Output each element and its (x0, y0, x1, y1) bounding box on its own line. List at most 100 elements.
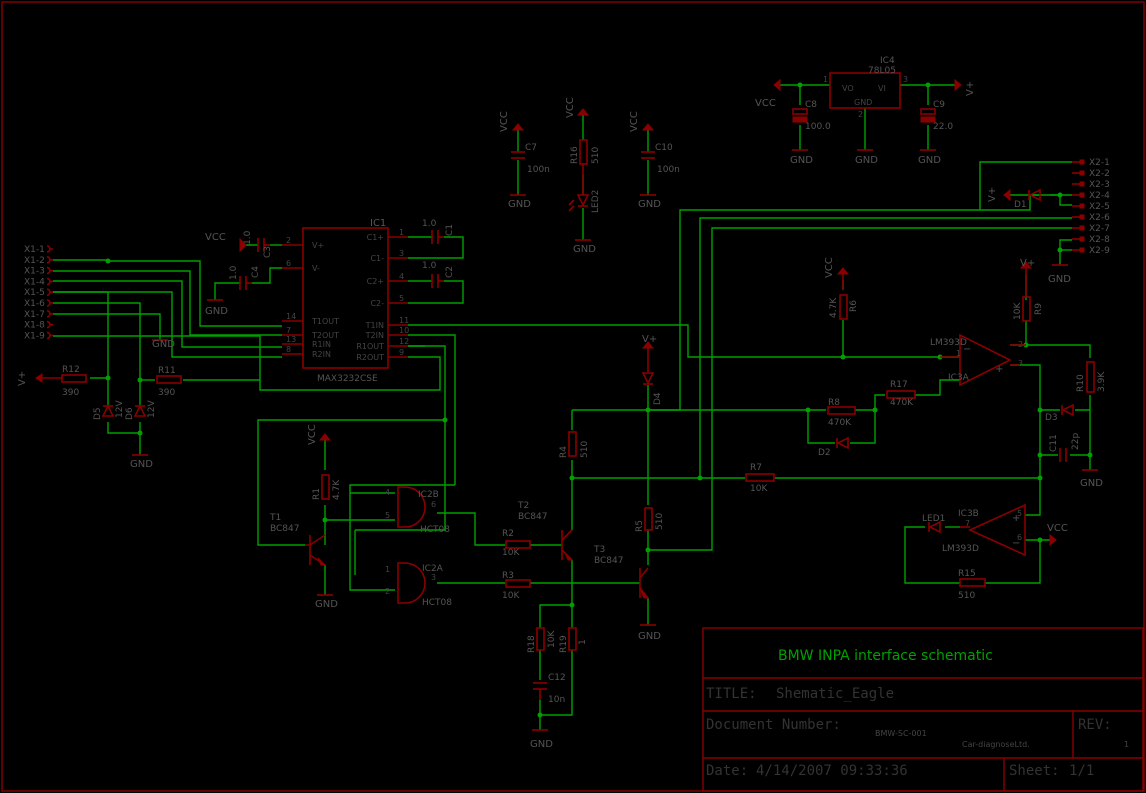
c10-value: 100n (657, 165, 680, 175)
resistor-r12: R12 390 V+ (17, 365, 87, 398)
capacitor-c11: C11 22p GND (1049, 433, 1103, 489)
vcc-label: VCC (307, 424, 318, 445)
r16-value: 510 (591, 147, 601, 164)
diode-d1: D1 V+ (987, 187, 1041, 210)
x1-pin-label: X1-9 (24, 331, 45, 341)
vcc-label: VCC (205, 232, 226, 243)
docnum-value: BMW-SC-001 (875, 729, 927, 738)
x2-pin: X2-1 (1072, 158, 1110, 168)
transistor-t3: T3 BC847 GND (593, 545, 661, 642)
t2-name: T2 (517, 501, 529, 511)
ic3b-plus: + (1012, 513, 1020, 524)
ic2b-pin6: 6 (431, 500, 436, 509)
ic2a-pin3: 3 (431, 573, 436, 582)
ic1-pin-name: T2OUT (311, 331, 339, 340)
ic1-pin-name: T2IN (365, 331, 384, 340)
r5-value: 510 (655, 513, 665, 530)
d2-name: D2 (818, 448, 831, 458)
gnd-label: GND (315, 599, 338, 610)
vcc-supply-ic3b: VCC (1047, 523, 1068, 547)
connector-x1: X1-1X1-2X1-3X1-4X1-5X1-6X1-7X1-8X1-9 (24, 245, 53, 341)
d4-name: D4 (653, 392, 663, 405)
gnd-label: GND (530, 739, 553, 750)
ic1-pin-number: 14 (286, 312, 296, 321)
ic4-pin-vi: VI (878, 84, 886, 93)
ic4-78l05: IC4 78L05 VO VI GND 1 3 2 (823, 56, 908, 119)
gnd-label: GND (855, 155, 878, 166)
vplus-label: V+ (17, 371, 28, 386)
r12-value: 390 (62, 388, 79, 398)
resistor-r7: R7 10K (745, 463, 775, 494)
ic1-pin-number: 2 (286, 236, 291, 245)
led-led1: LED1 (922, 514, 945, 534)
c3-name: C3 (263, 246, 273, 258)
ic1-right-pin: 1C1+ (367, 228, 408, 242)
transistor-t2: T2 BC847 (517, 501, 574, 561)
r6-name: R6 (849, 300, 859, 312)
c9-name: C9 (933, 100, 945, 110)
ic2a-part: HCT08 (422, 598, 452, 608)
ic3b-name: IC3B (958, 509, 979, 519)
resistor-r4: R4 510 (559, 431, 590, 458)
rev-label: REV: (1078, 717, 1112, 733)
resistor-r3: R3 10K (502, 571, 531, 601)
capacitor-c4: 1.0 C4 (229, 265, 261, 290)
x2-pin: X2-9 (1072, 246, 1110, 256)
diode-d3: D3 (1045, 403, 1074, 423)
c11-name: C11 (1049, 434, 1059, 452)
ic1-left-pin: 2V+ (282, 236, 324, 250)
ic1-pin-number: 5 (399, 294, 404, 303)
wires (53, 84, 1091, 730)
r10-value: 3.9K (1097, 371, 1107, 392)
vcc-supply-78l05: VCC (755, 78, 781, 109)
ic3a-name: IC3A (948, 373, 970, 383)
ic1-pin-name: C1+ (367, 233, 384, 242)
c11-value: 22p (1071, 433, 1081, 450)
x1-pin: X1-6 (24, 299, 53, 309)
c2-name: C2 (445, 266, 455, 278)
ic2b-name: IC2B (418, 490, 439, 500)
ic2b-part: HCT08 (420, 525, 450, 535)
ic1-part: MAX3232CSE (317, 374, 378, 384)
ic3b-part: LM393D (942, 544, 979, 554)
d5-name: D5 (93, 407, 103, 420)
resistor-r1: R1 4.7K (312, 474, 342, 500)
ic3b-pin6: 6 (1017, 533, 1022, 542)
r19-name: R19 (559, 635, 569, 653)
ic4-pin-gnd: GND (854, 98, 872, 107)
x2-pin: X2-5 (1072, 202, 1110, 212)
r2-value: 10K (502, 548, 520, 558)
ic3a-pin1: 1 (956, 349, 961, 358)
resistor-r11: R11 390 (156, 366, 182, 398)
ic2a-name: IC2A (422, 564, 444, 574)
junctions (105, 82, 1093, 718)
r19-value: 1 (578, 639, 588, 645)
ic1-pin-number: 4 (399, 272, 404, 281)
ic3b-pin7: 7 (965, 519, 970, 528)
gnd-symbol-ic1: GND (205, 299, 228, 317)
x2-pin: X2-2 (1072, 169, 1110, 179)
r17-name: R17 (890, 380, 908, 390)
ic4-pin3: 3 (903, 75, 908, 84)
x1-pin: X1-2 (24, 256, 53, 266)
r11-name: R11 (158, 366, 176, 376)
gnd-label: GND (205, 306, 228, 317)
comparator-ic3a: − + LM393D IC3A 1 2 3 (930, 333, 1026, 387)
ic1-left-pin: 6V- (282, 259, 320, 273)
r1-name: R1 (312, 488, 322, 500)
resistor-r16-led2: VCC R16 510 LED2 GND (565, 97, 601, 255)
r9-name: R9 (1034, 303, 1044, 315)
c8-name: C8 (805, 100, 817, 110)
x1-pin-label: X1-7 (24, 310, 45, 320)
x1-pin-label: X1-2 (24, 256, 45, 266)
resistor-r8: R8 470K (827, 398, 856, 428)
ic1-pin-number: 10 (399, 326, 409, 335)
comparator-ic3b: + − IC3B LM393D 7 5 6 (942, 503, 1026, 557)
gnd-label: GND (152, 339, 175, 350)
ic4-pin1: 1 (823, 75, 828, 84)
ic2b-pin5: 5 (385, 511, 390, 520)
resistor-r2: R2 10K (502, 529, 531, 558)
